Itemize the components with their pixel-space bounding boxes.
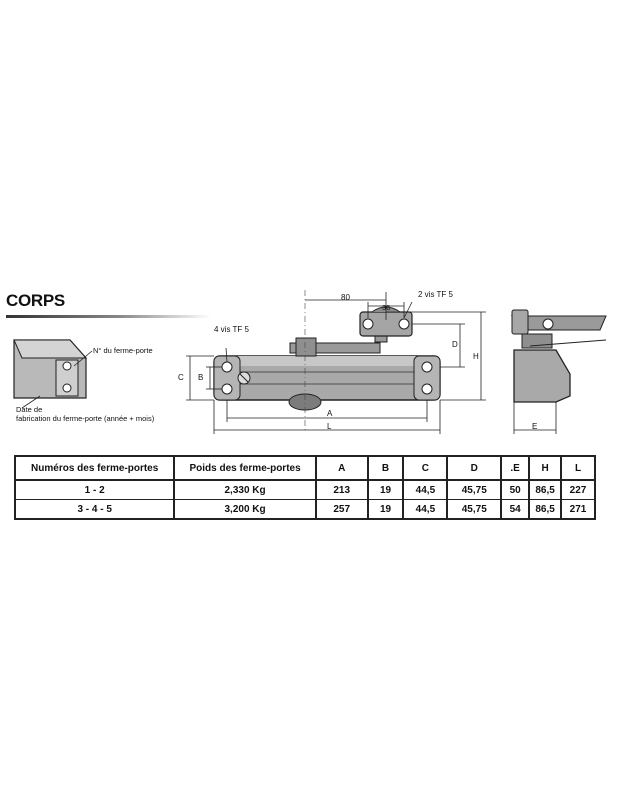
table-cell: 227 xyxy=(560,479,596,500)
dimension-D-label: D xyxy=(452,340,458,349)
table-cell: 50 xyxy=(500,479,531,500)
dimension-L-label: L xyxy=(327,422,332,431)
door-closer-technical-drawing xyxy=(13,290,607,434)
door-closer-side-view xyxy=(510,309,607,434)
table-cell: 213 xyxy=(314,479,369,500)
header-cell: D xyxy=(446,455,503,481)
table-cell: 3,200 Kg xyxy=(173,499,317,520)
dimension-36-label: 36 xyxy=(382,303,391,312)
serial-detail-view xyxy=(13,339,93,409)
table-cell: 271 xyxy=(560,499,596,520)
table-row: 1 - 2 2,330 Kg 213 19 44,5 45,75 50 86,5… xyxy=(13,479,596,500)
header-cell: B xyxy=(366,455,405,481)
dimension-E-label: E xyxy=(532,422,538,431)
serial-number-callout: N° du ferme-porte xyxy=(93,346,153,355)
table-cell: 1 - 2 xyxy=(13,479,176,500)
table-cell: 86,5 xyxy=(528,479,563,500)
table-cell: 2,330 Kg xyxy=(173,479,317,500)
header-cell: .E xyxy=(500,455,531,481)
table-row: 3 - 4 - 5 3,200 Kg 257 19 44,5 45,75 54 … xyxy=(13,499,596,520)
table-cell: 45,75 xyxy=(446,499,503,520)
header-cell: Poids des ferme-portes xyxy=(173,455,317,481)
table-cell: 3 - 4 - 5 xyxy=(13,499,176,520)
header-cell: Numéros des ferme-portes xyxy=(13,455,176,481)
table-cell: 45,75 xyxy=(446,479,503,500)
table-cell: 44,5 xyxy=(402,499,449,520)
dimension-lines xyxy=(186,292,486,434)
table-cell: 19 xyxy=(366,499,405,520)
manufacture-date-callout-line1: Date de xyxy=(16,405,43,414)
table-cell: 257 xyxy=(314,499,369,520)
table-cell: 54 xyxy=(500,499,531,520)
table-cell: 19 xyxy=(366,479,405,500)
header-cell: C xyxy=(402,455,449,481)
door-closer-specs-table: Numéros des ferme-portes Poids des ferme… xyxy=(13,455,596,520)
table-cell: 44,5 xyxy=(402,479,449,500)
manufacture-date-callout-line2: fabrication du ferme-porte (année + mois… xyxy=(16,414,155,423)
dimension-H-label: H xyxy=(473,352,479,361)
table-cell: 86,5 xyxy=(528,499,563,520)
body-screws-callout: 4 vis TF 5 xyxy=(214,325,249,334)
title-underline xyxy=(6,315,211,318)
dimension-80-label: 80 xyxy=(341,293,350,302)
header-cell: A xyxy=(314,455,369,481)
dimension-B-label: B xyxy=(198,373,204,382)
header-cell: L xyxy=(560,455,596,481)
header-cell: H xyxy=(528,455,563,481)
section-title: CORPS xyxy=(6,291,65,310)
dimension-A-label: A xyxy=(327,409,333,418)
table-header-row: Numéros des ferme-portes Poids des ferme… xyxy=(13,455,596,481)
arm-screws-callout: 2 vis TF 5 xyxy=(418,290,453,299)
dimension-C-label: C xyxy=(178,373,184,382)
